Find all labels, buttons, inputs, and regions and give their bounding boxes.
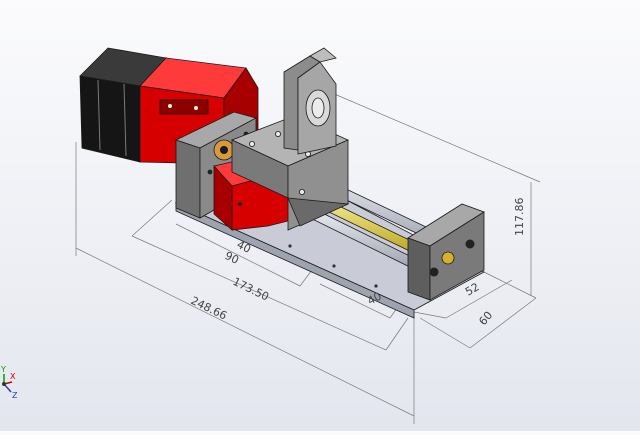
dim-173-50: 173.50 — [231, 275, 271, 304]
coordinate-triad: X Y Z — [0, 365, 18, 400]
end-block[interactable] — [407, 203, 485, 301]
triad-origin-icon — [2, 382, 6, 386]
triad-x-label: X — [10, 372, 16, 381]
dim-40-top: 40 — [235, 238, 253, 256]
triad-z-label: Z — [12, 391, 18, 400]
dim-117-86: 117.86 — [513, 198, 526, 237]
dim-60: 60 — [476, 309, 495, 328]
dim-248-66: 248.66 — [189, 294, 229, 323]
triad-y-label: Y — [0, 365, 6, 374]
tool-clamp[interactable] — [283, 47, 337, 155]
dim-40-right: 40 — [365, 290, 383, 308]
dim-52: 52 — [463, 280, 482, 298]
dimension-lines — [75, 89, 541, 424]
dim-90: 90 — [223, 249, 241, 267]
